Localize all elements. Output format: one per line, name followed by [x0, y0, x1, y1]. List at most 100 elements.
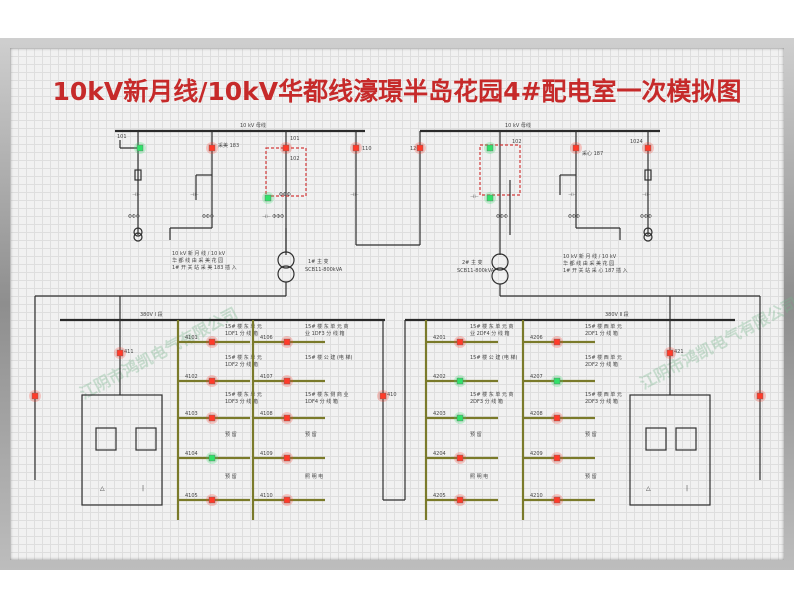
- feeder-desc: 15# 楼 东 单 元 商: [305, 323, 349, 330]
- feeder-code: 4207: [530, 374, 543, 380]
- feeder-code: 4210: [530, 493, 543, 499]
- svg-text:⊣⊢: ⊣⊢: [132, 192, 141, 198]
- indicator-lamp: [456, 338, 464, 346]
- feeder-desc: 15# 楼 东 单 元 商: [470, 323, 514, 330]
- feeder-code: 4103: [185, 411, 198, 417]
- feeder-desc: 1DF3 分 线 箱: [225, 398, 258, 405]
- indicator-lamp: [456, 414, 464, 422]
- svg-text:ΦΦΦ: ΦΦΦ: [568, 214, 580, 220]
- indicator-lamp: [264, 194, 272, 202]
- hv-left-switch-1-label: 采美 183: [218, 142, 239, 149]
- feeder-desc: 15# 楼 东 单 元: [225, 391, 262, 398]
- feeder-desc: 照 明 电: [470, 473, 488, 480]
- indicator-lamp: [208, 377, 216, 385]
- hv-left-switch-2-label: 101: [290, 136, 300, 142]
- indicator-lamp: [456, 454, 464, 462]
- feeder-code: 4101: [185, 335, 198, 341]
- transformer-1-symbol: [277, 251, 295, 296]
- feeder-desc: 15# 楼 东 单 元: [225, 354, 262, 361]
- feeder-code: 4202: [433, 374, 446, 380]
- feeder-desc: 1DF1 分 线 箱: [225, 330, 258, 337]
- svg-text:△: △: [100, 485, 105, 492]
- hv-bus-right-label: 10 kV 母线: [505, 122, 531, 129]
- feeder-desc: 业 1DF3 分 线 箱: [305, 330, 344, 337]
- indicator-lamp: [283, 338, 291, 346]
- feeder-desc: 15# 楼 东 单 元: [225, 323, 262, 330]
- feeder-code: 4104: [185, 451, 198, 457]
- feeder-desc: 15# 楼 西 单 元: [585, 391, 622, 398]
- feeder-desc: 业 2DF4 分 线 箱: [470, 330, 509, 337]
- svg-text:ΦΦΦ: ΦΦΦ: [128, 214, 140, 220]
- feeder-desc: 15# 楼 西 单 元: [585, 323, 622, 330]
- indicator-lamp: [136, 144, 144, 152]
- feeder-desc: 15# 楼 公 建 (电 梯): [470, 354, 517, 361]
- feeder-code: 4110: [260, 493, 273, 499]
- hv-right-switch-3-label: 1024: [630, 139, 643, 145]
- feeder-code: 4204: [433, 451, 446, 457]
- indicator-lamp: [31, 392, 39, 400]
- indicator-lamp: [553, 377, 561, 385]
- indicator-lamp: [208, 454, 216, 462]
- indicator-lamp: [283, 377, 291, 385]
- lv-tie-left-label: 410: [387, 392, 397, 398]
- lv-bus-left-label: 380V Ⅰ 段: [140, 311, 163, 318]
- transformer-2-symbol: [491, 253, 509, 296]
- feeder-desc: 照 明 电: [305, 473, 323, 480]
- indicator-lamp: [116, 349, 124, 357]
- feeder-code: 4105: [185, 493, 198, 499]
- svg-text:⊣⊢: ⊣⊢: [642, 192, 651, 198]
- feeder-code: 4206: [530, 335, 543, 341]
- indicator-lamp: [553, 454, 561, 462]
- indicator-lamp: [456, 496, 464, 504]
- feeder-code: 4102: [185, 374, 198, 380]
- svg-text:ΦΦΦ: ΦΦΦ: [279, 192, 291, 198]
- indicator-lamp: [756, 392, 764, 400]
- feeder-desc: 2DF3 分 线 箱: [585, 398, 618, 405]
- svg-text:ΦΦΦ: ΦΦΦ: [496, 214, 508, 220]
- mimic-board: [10, 48, 784, 560]
- indicator-lamp: [553, 414, 561, 422]
- lv-right-incomer-bay: △|: [629, 320, 711, 506]
- lv-left-incomer-label: 411: [124, 349, 134, 355]
- indicator-lamp: [208, 496, 216, 504]
- feeder-desc: 2DF3 分 线 箱: [470, 398, 503, 405]
- feeder-desc: 1DF2 分 线 箱: [225, 361, 258, 368]
- feeder-desc: 15# 楼 公 建 (电 梯): [305, 354, 352, 361]
- transformer-2-model: SCB11-800kVA: [457, 268, 495, 274]
- feeder-code: 4201: [433, 335, 446, 341]
- feeder-desc: 预 留: [305, 431, 317, 438]
- svg-text:⊣⊢: ⊣⊢: [568, 192, 577, 198]
- feeder-desc: 15# 楼 东 单 元 商: [470, 391, 514, 398]
- hv-right-transformer-bay: ⊣⊢ ΦΦΦ: [470, 131, 521, 255]
- indicator-lamp: [644, 144, 652, 152]
- feeder-code: 4208: [530, 411, 543, 417]
- feeder-code: 4109: [260, 451, 273, 457]
- lv-left-incomer-bay: △|: [81, 320, 163, 506]
- hv-right-switch-1-label: 102: [512, 139, 522, 145]
- indicator-lamp: [282, 144, 290, 152]
- hv-left-tie-label: 110: [362, 146, 372, 152]
- indicator-lamp: [553, 338, 561, 346]
- hv-left-switch-3-label: 102: [290, 156, 300, 162]
- indicator-lamp: [416, 144, 424, 152]
- indicator-lamp: [283, 496, 291, 504]
- feeder-desc: 预 留: [225, 431, 237, 438]
- hv-left-note-1: 10 kV 新 月 线 / 10 kV: [172, 250, 226, 257]
- indicator-lamp: [208, 338, 216, 346]
- transformer-2-label: 2# 主 变: [462, 259, 483, 266]
- indicator-lamp: [352, 144, 360, 152]
- hv-right-switch-2-label: 采心 187: [582, 150, 603, 157]
- hv-right-note-1: 10 kV 新 月 线 / 10 kV: [563, 253, 617, 260]
- hv-left-note-3: 1# 开 关 站 采 美 183 插 入: [172, 264, 237, 271]
- hv-left-note-2: 华 都 线 由 采 美 花 园: [172, 257, 223, 264]
- svg-text:ΦΦΦ: ΦΦΦ: [640, 214, 652, 220]
- feeder-code: 4108: [260, 411, 273, 417]
- svg-text:|: |: [142, 485, 144, 492]
- indicator-lamp: [208, 144, 216, 152]
- feeder-code: 4106: [260, 335, 273, 341]
- indicator-lamp: [553, 496, 561, 504]
- hv-right-note-3: 1# 开 关 站 采 心 187 插 入: [563, 267, 628, 274]
- hv-left-feeder-tag: 101: [117, 134, 127, 140]
- svg-text:|: |: [686, 485, 688, 492]
